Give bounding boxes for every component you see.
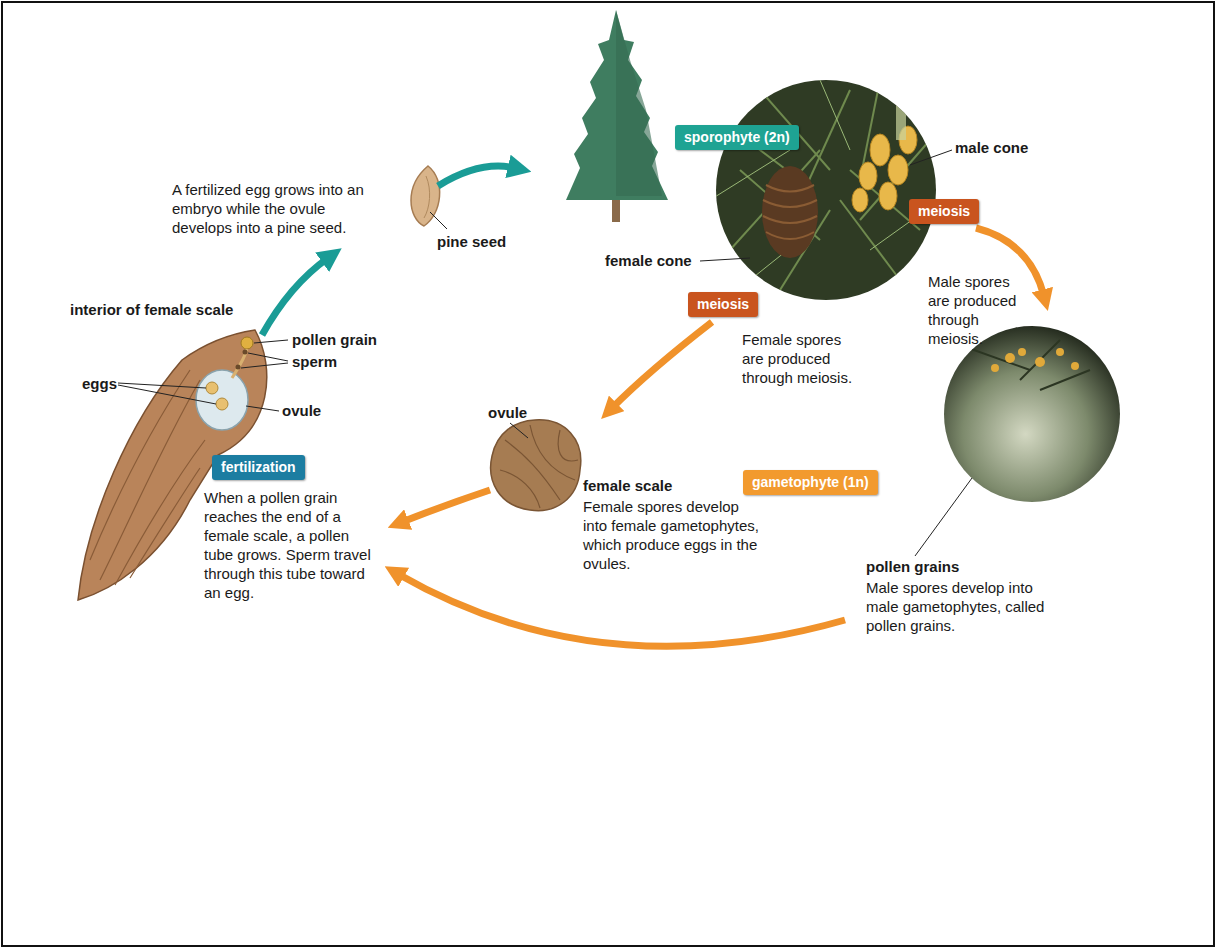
cone-photo bbox=[700, 70, 960, 310]
caption-text: Male spores are produced through meiosis… bbox=[928, 272, 1023, 348]
part-label: ovule bbox=[488, 403, 527, 422]
pine-tree bbox=[566, 10, 668, 222]
stage-badge: meiosis bbox=[909, 199, 979, 224]
badge-text: meiosis bbox=[697, 296, 749, 313]
stage-badge: sporophyte (2n) bbox=[675, 125, 799, 150]
caption-text: When a pollen grain reaches the end of a… bbox=[204, 488, 372, 602]
part-label: eggs bbox=[82, 374, 117, 393]
part-label: male cone bbox=[955, 138, 1028, 157]
cycle-arrows bbox=[262, 166, 1044, 646]
part-label: pollen grains bbox=[866, 557, 959, 576]
badge-text: gametophyte (1n) bbox=[752, 474, 869, 491]
part-label: sperm bbox=[292, 352, 337, 371]
caption-text: A fertilized egg grows into an embryo wh… bbox=[172, 180, 377, 237]
pollen-photo bbox=[940, 320, 1130, 510]
badge-text: meiosis bbox=[918, 203, 970, 220]
badge-text: sporophyte (2n) bbox=[684, 129, 790, 146]
part-label: interior of female scale bbox=[70, 300, 185, 319]
part-label: pine seed bbox=[437, 232, 506, 251]
badge-text: fertilization bbox=[221, 459, 296, 476]
part-label: female cone bbox=[605, 251, 692, 270]
part-label: pollen grain bbox=[292, 330, 377, 349]
ovule-drawing bbox=[491, 420, 581, 511]
caption-text: Male spores develop into male gametophyt… bbox=[866, 578, 1061, 635]
stage-badge: meiosis bbox=[688, 292, 758, 317]
stage-badge: gametophyte (1n) bbox=[743, 470, 878, 495]
caption-text: Female spores are produced through meios… bbox=[742, 330, 860, 387]
part-label: ovule bbox=[282, 401, 321, 420]
part-label: female scale bbox=[583, 476, 672, 495]
caption-text: Female spores develop into female gameto… bbox=[583, 497, 763, 573]
stage-badge: fertilization bbox=[212, 455, 305, 480]
